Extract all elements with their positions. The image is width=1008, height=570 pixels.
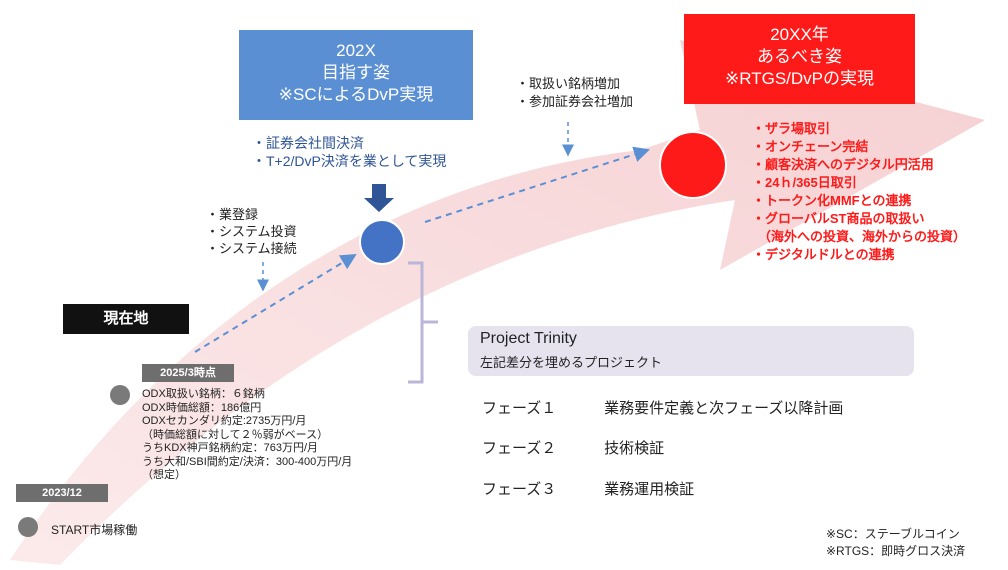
goal-item: ・24ｈ/365日取引 — [752, 175, 857, 190]
note-202x: ・証券会社間決済 ・T+2/DvP決済を業として実現 — [252, 134, 446, 170]
goal-item: ・顧客決済へのデジタル円活用 — [752, 157, 934, 172]
phase-name: フェーズ３ — [482, 481, 557, 498]
stat-line: うちKDX神戸銘柄約定：763万円/月 — [142, 442, 319, 454]
target-202x-year: 202X — [336, 41, 376, 60]
current-location-label: 現在地 — [63, 304, 189, 334]
phase-desc: 業務要件定義と次フェーズ以降計画 — [604, 400, 844, 417]
trinity-title: Project Trinity — [480, 330, 577, 347]
trinity-subtitle: 左記差分を埋めるプロジェクト — [480, 355, 663, 370]
stat-line: ODX時価総額：186億円 — [142, 401, 262, 414]
note-left-line: ・システム投資 — [206, 224, 297, 239]
stat-line: （想定） — [142, 469, 186, 481]
target-20xx-box: 20XX年 あるべき姿 ※RTGS/DvPの実現 — [684, 14, 915, 104]
target-20xx-year: 20XX年 — [770, 25, 829, 44]
dashed-arrow-current-to-202x — [194, 253, 357, 353]
target-202x-box: 202X 目指す姿 ※SCによるDvP実現 — [239, 30, 473, 120]
bracket-shape — [408, 261, 438, 384]
date-2023-badge: 2023/12 — [16, 484, 108, 502]
phase-name: フェーズ２ — [482, 440, 557, 457]
legend-item: ※RTGS：即時グロス決済 — [826, 544, 966, 558]
target-20xx-title: あるべき姿 — [757, 47, 842, 66]
stat-line: うち大和/SBI間約定/決済：300-400万円/月 — [142, 455, 353, 468]
project-trinity-box: Project Trinity 左記差分を埋めるプロジェクト — [468, 326, 914, 376]
milestone-start-dot — [18, 517, 38, 537]
stat-line: （時価総額に対して２％弱がベース） — [142, 428, 329, 441]
note-left-line: ・システム接続 — [206, 241, 297, 256]
goals-20xx-list: ・ザラ場取引 ・オンチェーン完結 ・顧客決済へのデジタル円活用 ・24ｈ/365… — [752, 120, 966, 264]
phase-row-1: フェーズ１ 業務要件定義と次フェーズ以降計画 — [482, 397, 843, 418]
note-202x-line: ・証券会社間決済 — [252, 135, 364, 151]
note-left-mid: ・業登録 ・システム投資 ・システム接続 — [206, 206, 297, 257]
milestone-2025-dot — [110, 385, 130, 405]
legend: ※SC：ステーブルコイン ※RTGS：即時グロス決済 — [826, 526, 965, 560]
stat-line: ODX取扱い銘柄：６銘柄 — [142, 388, 265, 400]
stat-line: ODXセカンダリ約定:2735万円/月 — [142, 415, 307, 427]
phase-name: フェーズ１ — [482, 400, 557, 417]
note-mid-line: ・参加証券会社増加 — [516, 94, 634, 109]
goal-item: ・オンチェーン完結 — [752, 139, 869, 154]
note-left-line: ・業登録 — [206, 207, 259, 222]
goal-item: ・トークン化MMFとの連携 — [752, 193, 912, 208]
note-mid-line: ・取扱い銘柄増加 — [516, 76, 621, 91]
progress-arrow-shape — [10, 40, 985, 565]
target-20xx-subtitle: ※RTGS/DvPの実現 — [725, 69, 874, 88]
phase-row-3: フェーズ３ 業務運用検証 — [482, 478, 694, 499]
phase-desc: 技術検証 — [604, 440, 665, 457]
date-2025-badge: 2025/3時点 — [142, 364, 234, 382]
legend-item: ※SC：ステーブルコイン — [826, 527, 960, 541]
note-202x-line: ・T+2/DvP決済を業として実現 — [252, 153, 447, 169]
goal-item: ・デジタルドルとの連携 — [752, 247, 895, 262]
phase-desc: 業務運用検証 — [604, 481, 695, 498]
down-arrow-icon — [364, 184, 394, 212]
target-202x-title: 目指す姿 — [322, 63, 390, 82]
goal-item: ・グローバルST商品の取扱い — [752, 211, 925, 226]
note-mid-top: ・取扱い銘柄増加 ・参加証券会社増加 — [516, 75, 633, 111]
stats-2025: ODX取扱い銘柄：６銘柄 ODX時価総額：186億円 ODXセカンダリ約定:27… — [142, 388, 352, 483]
phase-row-2: フェーズ２ 技術検証 — [482, 437, 664, 458]
milestone-20xx-dot — [659, 131, 727, 199]
target-202x-subtitle: ※SCによるDvP実現 — [278, 85, 434, 104]
goal-item: （海外への投資、海外からの投資） — [758, 229, 967, 244]
milestone-202x-dot — [359, 219, 405, 265]
start-label: START市場稼働 — [51, 523, 138, 537]
goal-item: ・ザラ場取引 — [752, 121, 831, 136]
